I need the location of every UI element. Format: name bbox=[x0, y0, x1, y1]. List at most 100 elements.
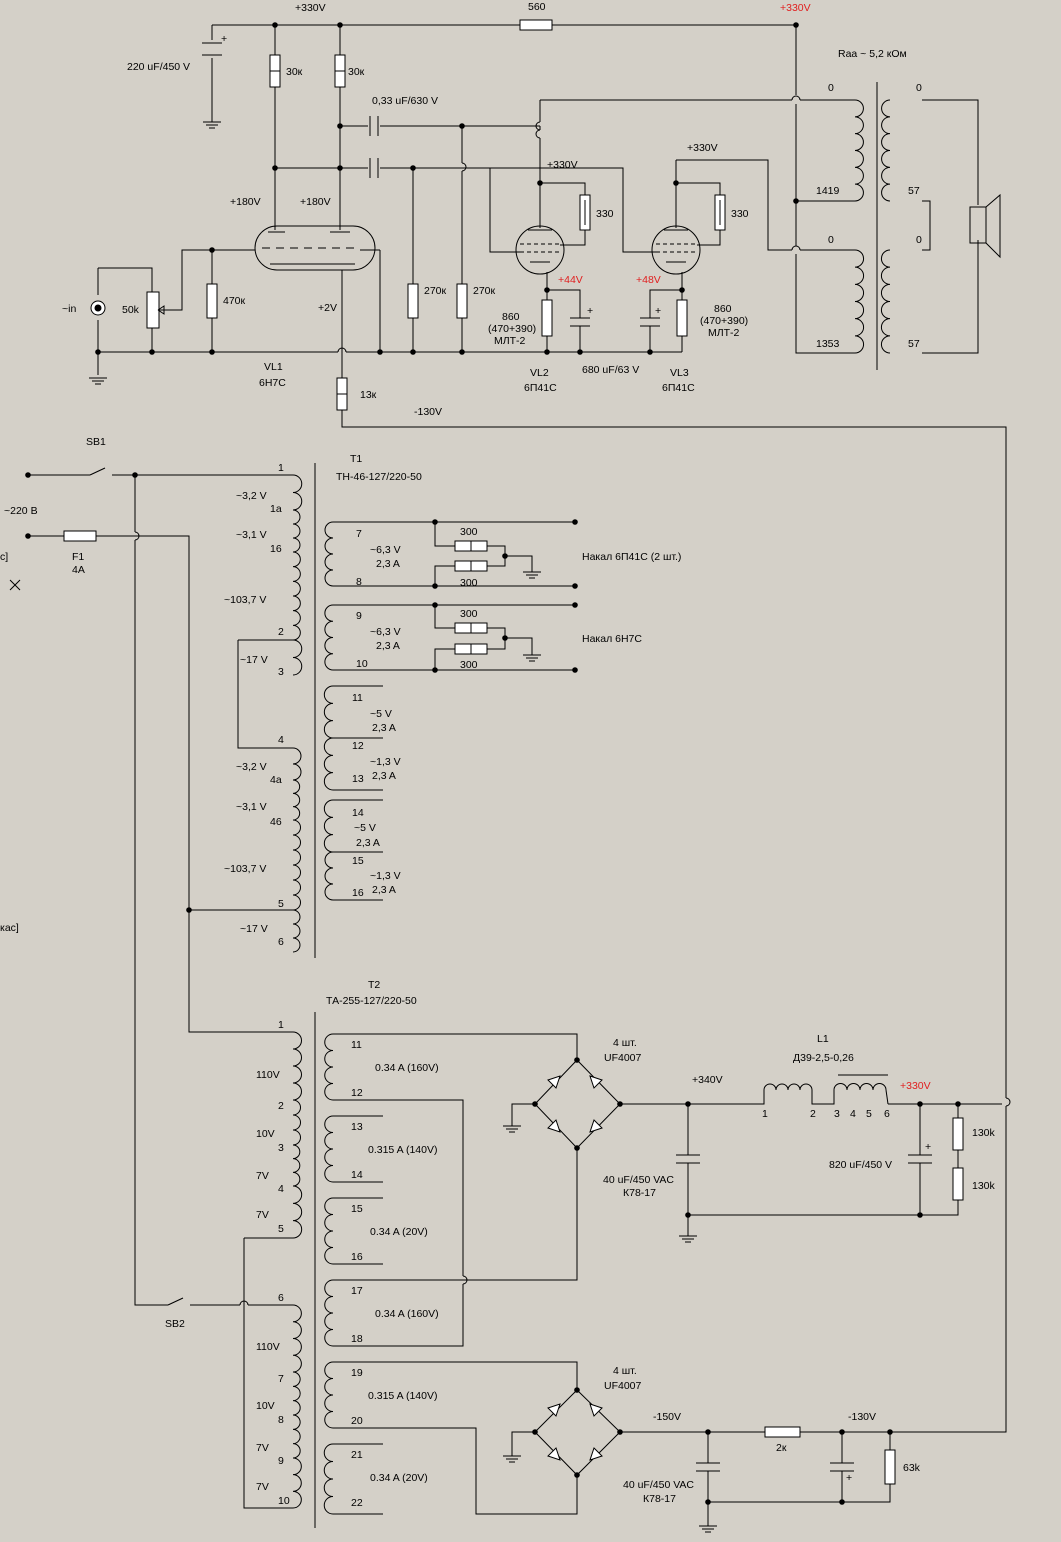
t1-pin-right: 10 bbox=[356, 658, 368, 670]
minus130-label: -130V bbox=[414, 406, 442, 418]
t1-name: Т1 bbox=[350, 453, 362, 465]
t1-pin-right: 15 bbox=[352, 855, 364, 867]
t1-primary-winding bbox=[292, 909, 301, 953]
t2-primary-winding bbox=[292, 1099, 301, 1146]
vl3-label: VL3 bbox=[670, 367, 689, 379]
t2-volt-left: 7V bbox=[256, 1209, 269, 1221]
junction-dot bbox=[459, 349, 465, 355]
heater-resistor-label: 300 bbox=[460, 659, 478, 671]
l1-lead bbox=[885, 1089, 889, 1105]
t1-sec-volt: ~5 V bbox=[370, 708, 392, 720]
c40-a: 40 uF/450 VAC bbox=[603, 1174, 674, 1186]
junction-dot bbox=[149, 349, 155, 355]
t2-secondary-winding bbox=[323, 1443, 334, 1515]
amplifier-wiring bbox=[97, 24, 1011, 1433]
r270-2-label: 270к bbox=[473, 285, 496, 297]
b330-label: +330V bbox=[295, 2, 326, 14]
l1-pin: 2 bbox=[810, 1108, 816, 1120]
f1-val: 4A bbox=[72, 564, 85, 576]
t2-secondary-rating: 0.34 A (160V) bbox=[375, 1308, 439, 1320]
t2-volt-left: 10V bbox=[256, 1128, 275, 1140]
junction-dot bbox=[647, 349, 653, 355]
plus-mark: + bbox=[221, 33, 227, 45]
rk2-a: 860 bbox=[502, 311, 520, 323]
r330-1-label: 330 bbox=[596, 208, 614, 220]
t2-primary-winding bbox=[292, 1371, 301, 1416]
t1-pin-right: 7 bbox=[356, 528, 362, 540]
junction-dot bbox=[272, 165, 278, 171]
b330-red-label: +330V bbox=[780, 2, 811, 14]
t2-pin-left: 10 bbox=[278, 1495, 290, 1507]
t1-sec-volt: ~1,3 V bbox=[370, 756, 401, 768]
t1-volt-left: ~3,2 V bbox=[236, 490, 267, 502]
t2-volt-left: 7V bbox=[256, 1442, 269, 1454]
t1-sec-amp: 2,3 A bbox=[372, 884, 396, 896]
t1-sec-amp: 2,3 A bbox=[376, 640, 400, 652]
r270-1-label: 270к bbox=[424, 285, 447, 297]
junction-dot bbox=[337, 22, 343, 28]
junction-dot bbox=[410, 349, 416, 355]
r130-2-label: 130k bbox=[972, 1180, 996, 1192]
t2-volt-left: 7V bbox=[256, 1170, 269, 1182]
t1-pin-left: 6 bbox=[278, 936, 284, 948]
t2-pin-right: 14 bbox=[351, 1169, 363, 1181]
t2-pin-left: 2 bbox=[278, 1100, 284, 1112]
rk2-c: МЛТ-2 bbox=[494, 335, 526, 347]
t2-pin-right: 17 bbox=[351, 1285, 363, 1297]
vl2-type: 6П41С bbox=[524, 382, 557, 394]
psu-wiring bbox=[28, 467, 1002, 1526]
t2-pin-left: 7 bbox=[278, 1373, 284, 1385]
t1-pin-right: 16 bbox=[352, 887, 364, 899]
c40-b: К78-17 bbox=[623, 1187, 656, 1199]
r13k-label: 13к bbox=[360, 389, 377, 401]
bridge2-b: UF4007 bbox=[604, 1380, 642, 1392]
ot-s0a: 0 bbox=[916, 82, 922, 94]
raa-label: Raa ~ 5,2 кОм bbox=[838, 48, 907, 60]
t1-secondary-winding bbox=[324, 604, 334, 671]
t2-primary-winding bbox=[292, 1414, 301, 1459]
t1-sec-amp: 2,3 A bbox=[372, 770, 396, 782]
t1-pin-left: 4 bbox=[278, 734, 284, 746]
l1-type: Д39-2,5-0,26 bbox=[793, 1052, 854, 1064]
l1-winding-1 bbox=[763, 1083, 813, 1091]
t2-secondary-winding bbox=[324, 1115, 334, 1183]
l1-lead bbox=[760, 1090, 765, 1105]
ot-s57a: 57 bbox=[908, 185, 920, 197]
t1-pin-left: 4а bbox=[270, 774, 282, 786]
t1-sec-volt: ~6,3 V bbox=[370, 544, 401, 556]
ot-primary-upper bbox=[854, 99, 864, 202]
junction-dot bbox=[673, 180, 679, 186]
heater1-label: Накал 6П41С (2 шт.) bbox=[582, 551, 681, 563]
r30k-2-label: 30к bbox=[348, 66, 365, 78]
v330-label: +330V bbox=[900, 1080, 931, 1092]
ot-primary-lower bbox=[854, 249, 865, 354]
sb2-label: SB2 bbox=[165, 1318, 185, 1330]
t1-sec-amp: 2,3 A bbox=[356, 837, 380, 849]
ot-p0a: 0 bbox=[828, 82, 834, 94]
t2-volt-left: 110V bbox=[256, 1341, 280, 1353]
f1-label: F1 bbox=[72, 551, 84, 563]
l1-lead bbox=[811, 1090, 835, 1105]
junction-dot bbox=[679, 287, 685, 293]
junction-dot bbox=[337, 123, 343, 129]
t2-secondary-winding bbox=[324, 1361, 334, 1429]
ot-p0b: 0 bbox=[828, 234, 834, 246]
bridge1-a: 4 шт. bbox=[613, 1037, 637, 1049]
t1-pin-left: 2 bbox=[278, 626, 284, 638]
t2-secondary-winding bbox=[324, 1197, 334, 1265]
t1-pin-right: 12 bbox=[352, 740, 364, 752]
pot-label: 50k bbox=[122, 304, 140, 316]
t2-primary-winding bbox=[292, 1457, 302, 1509]
t2-volt-left: 7V bbox=[256, 1481, 269, 1493]
l1-pin: 3 bbox=[834, 1108, 840, 1120]
t1-volt-left: ~17 V bbox=[240, 654, 268, 666]
r470-label: 470к bbox=[223, 295, 246, 307]
mains-label: ~220 В bbox=[4, 505, 38, 517]
t1-sec-volt: ~1,3 V bbox=[370, 870, 401, 882]
ck-label: 680 uF/63 V bbox=[582, 364, 639, 376]
t1-primary-winding bbox=[292, 819, 301, 911]
bridge2-a: 4 шт. bbox=[613, 1365, 637, 1377]
t1-primary-winding bbox=[292, 639, 303, 676]
t2-primary-winding bbox=[292, 1304, 302, 1373]
t2-pin-right: 19 bbox=[351, 1367, 363, 1379]
